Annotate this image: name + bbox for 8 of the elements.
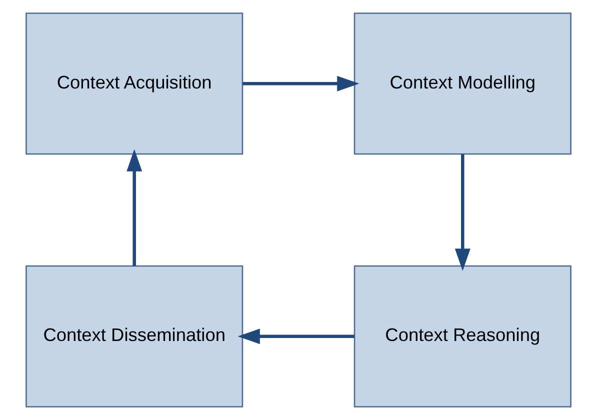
arrow: [454, 154, 470, 271]
arrow: [238, 328, 354, 344]
arrow: [242, 76, 360, 92]
node-box: Context Modelling: [354, 12, 572, 155]
node-box: Context Reasoning: [354, 265, 572, 408]
arrow: [126, 149, 142, 266]
node-box: Context Dissemination: [26, 265, 244, 408]
node-box: Context Acquisition: [26, 12, 244, 155]
